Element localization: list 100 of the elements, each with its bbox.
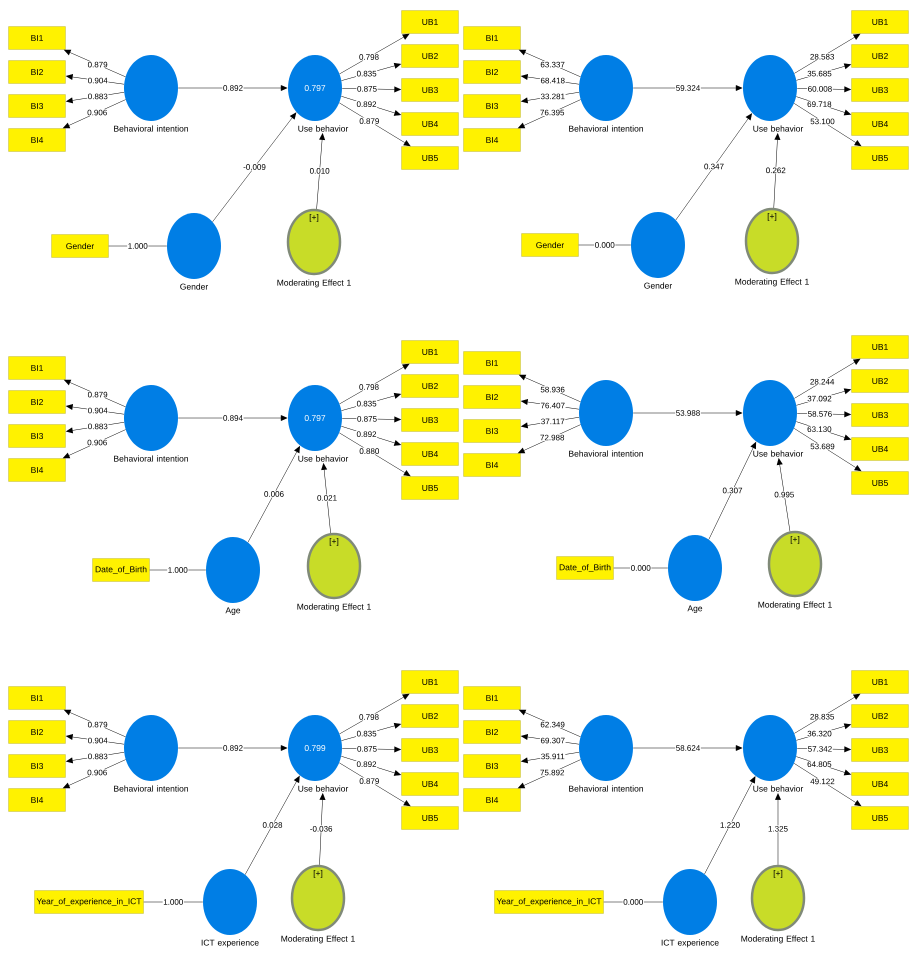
indicator-box: UB3 — [401, 738, 459, 762]
edge-label: 0.883 — [87, 752, 108, 760]
edge-label: 1.220 — [719, 822, 741, 828]
indicator-box: Year_of_experience_in_ICT — [34, 890, 144, 914]
edge-label: 0.879 — [87, 721, 108, 728]
edge-label: 76.395 — [539, 109, 566, 116]
arrow — [64, 380, 126, 408]
edge-label: 0.894 — [222, 414, 244, 422]
edge-label: 72.988 — [539, 434, 566, 441]
arrow — [774, 133, 780, 208]
arrow — [339, 762, 410, 806]
edge-label: 60.008 — [807, 85, 833, 92]
indicator-box: Date_of_Birth — [92, 558, 150, 582]
edge-label: 0.880 — [358, 448, 380, 455]
indicator-box: UB4 — [401, 112, 459, 136]
indicator-box: UB4 — [401, 442, 459, 466]
indicator-box: UB2 — [401, 704, 459, 728]
edge-label: 0.835 — [356, 400, 378, 408]
indicator-box: BI2 — [463, 385, 521, 409]
indicator-box: BI2 — [463, 720, 521, 744]
node-label: Gender — [180, 283, 208, 290]
node-label: Behavioral intention — [114, 455, 188, 462]
arrow — [794, 763, 862, 806]
edge-label: 58.624 — [675, 744, 701, 752]
node-label: Behavioral intention — [569, 785, 643, 792]
node-label: Moderating Effect 1 — [758, 601, 832, 610]
edge-label: 53.988 — [675, 410, 701, 416]
edge-label: 0.021 — [316, 494, 338, 502]
arrow — [66, 752, 124, 764]
arrow — [316, 133, 326, 210]
node-label: Age — [687, 605, 702, 613]
arrow — [62, 759, 126, 788]
arrow — [519, 374, 581, 402]
edge-label: 35.911 — [540, 752, 566, 760]
indicator-box: BI4 — [463, 453, 521, 477]
indicator-box: UB1 — [401, 340, 459, 364]
indicator-box: BI1 — [8, 26, 66, 50]
edge-label: 62.349 — [540, 721, 566, 728]
edge-label: 0.883 — [87, 422, 108, 430]
arrow — [248, 446, 300, 543]
indicator-box: BI2 — [463, 60, 521, 84]
edge-label: 0.028 — [262, 822, 284, 828]
indicator-box: Year_of_experience_in_ICT — [494, 890, 604, 914]
arrow — [794, 694, 860, 734]
arrow — [342, 416, 401, 422]
node-label: Behavioral intention — [569, 450, 643, 457]
arrow — [518, 759, 581, 788]
edge-label: 63.337 — [540, 61, 566, 68]
edge-label: 0.000 — [622, 898, 644, 906]
node-label: Moderating Effect 1 — [735, 278, 809, 286]
edge-label: 0.879 — [87, 61, 108, 68]
arrow — [66, 422, 124, 434]
arrow — [518, 99, 581, 128]
indicator-box: UB1 — [851, 335, 909, 359]
indicator-box: BI1 — [8, 686, 66, 710]
arrow — [64, 710, 126, 738]
arrow — [519, 50, 581, 78]
indicator-box: UB5 — [851, 471, 909, 495]
indicator-box: UB2 — [851, 369, 909, 393]
arrow — [319, 793, 326, 866]
arrow — [244, 776, 300, 875]
edge-label: 53.689 — [810, 442, 836, 450]
node-label: Use behavior — [298, 455, 348, 462]
arrow — [66, 92, 124, 104]
arrow — [518, 424, 581, 454]
indicator-box: UB2 — [851, 44, 909, 68]
edge-label: 0.904 — [87, 407, 108, 414]
edge-label: 0.798 — [358, 384, 380, 390]
indicator-box: UB4 — [851, 772, 909, 796]
node-label: Use behavior — [753, 125, 804, 132]
arrow — [66, 734, 124, 744]
arrow — [66, 404, 124, 414]
plus-sign: [+] — [314, 870, 322, 878]
edge-label: 0.875 — [356, 745, 378, 752]
arrow — [339, 432, 410, 476]
indicator-box: UB3 — [401, 408, 459, 432]
edge-label: 1.000 — [127, 242, 148, 250]
edge-label: 0.892 — [356, 430, 378, 438]
edge-label: 0.892 — [356, 100, 378, 108]
node-label: Use behavior — [753, 450, 804, 457]
node-label: Moderating Effect 1 — [277, 279, 351, 288]
edge-label: 0.904 — [87, 77, 108, 84]
edge-label: 76.407 — [540, 402, 566, 409]
edge-label: 35.685 — [806, 70, 832, 78]
arrow — [342, 86, 401, 92]
edge-label: -0.009 — [242, 164, 266, 170]
arrow — [794, 358, 860, 399]
arrow — [321, 463, 331, 534]
indicator-box: UB1 — [851, 670, 909, 694]
edge-label: 53.100 — [810, 118, 836, 125]
arrow — [519, 710, 581, 738]
plus-sign: [+] — [768, 212, 776, 221]
edge-label: 0.835 — [356, 730, 378, 738]
indicator-box: Gender — [521, 233, 579, 257]
indicator-box: UB1 — [401, 10, 459, 34]
node-label: Behavioral intention — [114, 125, 188, 132]
indicator-box: BI2 — [8, 60, 66, 84]
edge-label: 0.904 — [87, 737, 108, 744]
indicator-box: BI1 — [8, 356, 66, 380]
edge-label: -0.036 — [309, 825, 334, 832]
